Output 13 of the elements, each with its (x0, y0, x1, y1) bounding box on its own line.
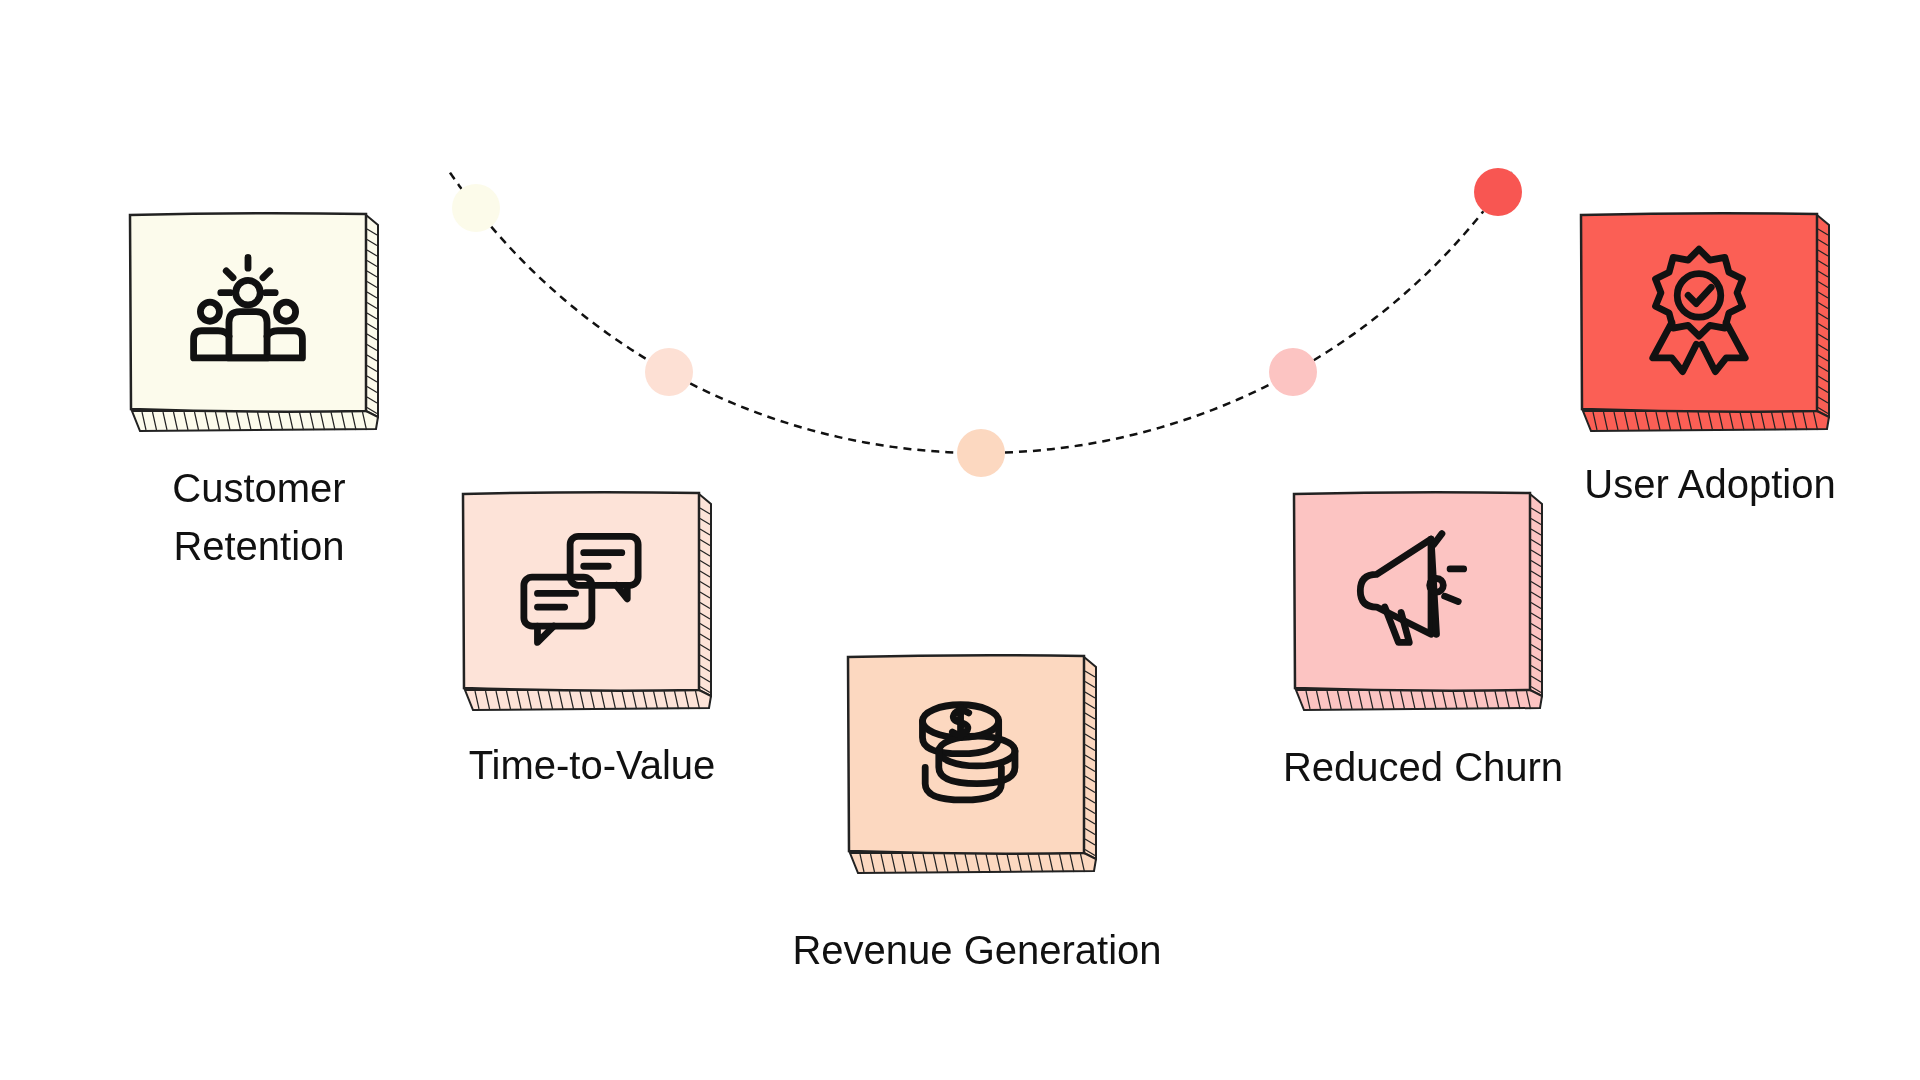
circle-dot (452, 184, 500, 232)
circle-dot (1474, 168, 1522, 217)
dashed-connector (1313, 210, 1485, 362)
card-title: Customer Retention (171, 465, 347, 570)
card-title: Revenue Generation (792, 927, 1162, 974)
card-title: Time-to-Value (468, 742, 716, 789)
circle-dot (957, 429, 1005, 477)
card-title: User Adoption (1584, 461, 1836, 508)
card-title: Reduced Churn (1282, 744, 1564, 791)
dashed-connector (490, 225, 649, 362)
dashed-connector (448, 171, 463, 190)
circle-dot (1269, 348, 1317, 397)
circle-dot (645, 348, 693, 397)
